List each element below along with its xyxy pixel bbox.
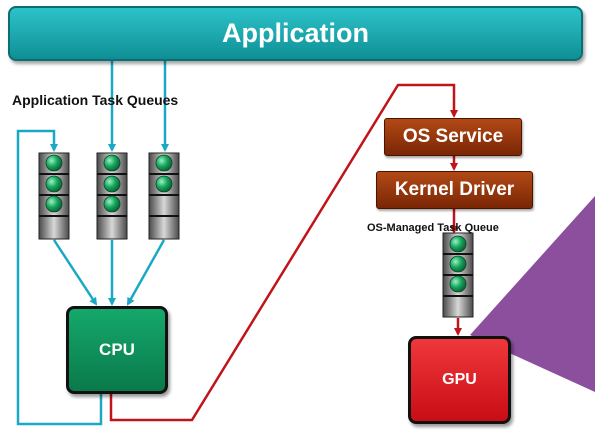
cpu-feedback-loop bbox=[16, 129, 103, 426]
application-label: Application bbox=[222, 18, 369, 48]
cpu-box: CPU bbox=[66, 306, 168, 394]
app-task-queue-1 bbox=[38, 152, 70, 240]
task-ball bbox=[45, 195, 63, 213]
os-managed-task-queue bbox=[442, 232, 474, 318]
app-task-queues-label: Application Task Queues bbox=[12, 92, 179, 108]
os-service-label: OS Service bbox=[402, 126, 504, 147]
gpu-box: GPU bbox=[408, 336, 511, 424]
kernel-driver-box: Kernel Driver bbox=[376, 171, 533, 209]
app-task-queue-3 bbox=[148, 152, 180, 240]
kernel-driver-label: Kernel Driver bbox=[394, 179, 515, 200]
task-ball bbox=[103, 154, 121, 172]
cpu-label: CPU bbox=[99, 340, 135, 359]
task-ball bbox=[155, 175, 173, 193]
task-ball bbox=[449, 255, 467, 273]
task-ball bbox=[103, 195, 121, 213]
queue1-to-cpu-line bbox=[52, 239, 98, 306]
os-managed-queue-label: OS-Managed Task Queue bbox=[367, 222, 499, 234]
gpu-label: GPU bbox=[442, 371, 477, 388]
task-ball bbox=[45, 154, 63, 172]
queue3-to-cpu-line bbox=[126, 239, 166, 306]
task-ball bbox=[155, 154, 173, 172]
task-ball bbox=[449, 275, 467, 293]
task-ball bbox=[449, 235, 467, 253]
app-task-queue-2 bbox=[96, 152, 128, 240]
application-bar: Application bbox=[8, 6, 583, 61]
task-ball bbox=[103, 175, 121, 193]
task-ball bbox=[45, 175, 63, 193]
cpu-to-os-service-path bbox=[109, 83, 458, 422]
os-service-box: OS Service bbox=[384, 118, 522, 156]
